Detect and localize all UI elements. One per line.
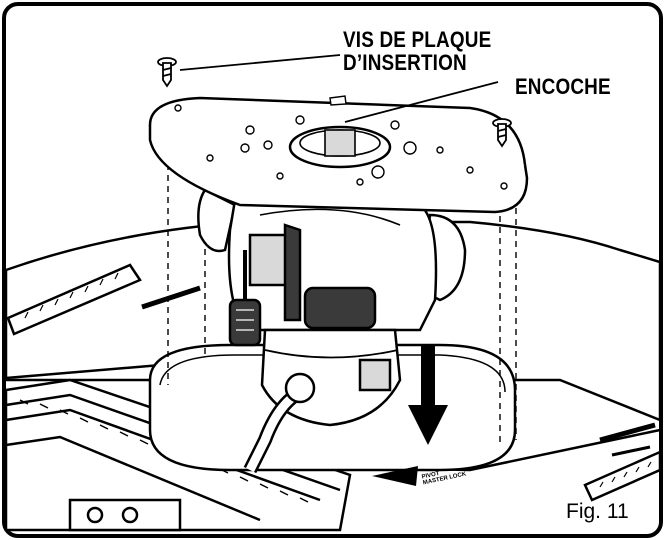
plate-holes [174, 104, 508, 190]
figure-label: Fig. 11 [566, 500, 629, 523]
notch-callout: ENCOCHE [515, 74, 611, 99]
left-arrow-icon [372, 466, 418, 486]
insert-plate-screws-line-2: D’INSERTION [343, 50, 467, 76]
insert-plate-screws-line-1: VIS DE PLAQUE [343, 27, 492, 52]
plate-notch [329, 95, 347, 106]
insert-plate-screws-callout: VIS DE PLAQUE D’INSERTION [343, 28, 491, 74]
insert-plate [148, 95, 529, 214]
leader-lines [179, 54, 499, 123]
down-arrow-icon [408, 345, 448, 445]
router [197, 188, 467, 474]
plate-screw-left [157, 57, 177, 88]
plate-screw-right [492, 118, 512, 148]
